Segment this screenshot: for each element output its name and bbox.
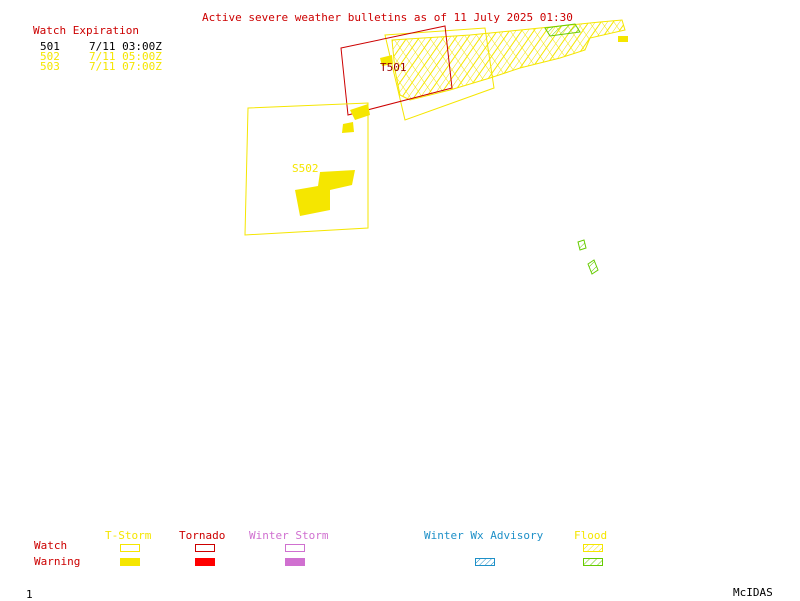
map-title: Active severe weather bulletins as of 11… [202,11,573,24]
flood-watch-area [391,19,628,101]
legend-winter-storm-watch-swatch [285,544,305,552]
legend-flood-watch-swatch [583,544,603,552]
tstorm-warning-areas [295,55,393,216]
legend-winter-storm-label: Winter Storm [249,529,329,542]
legend-tstorm-watch-swatch [120,544,140,552]
legend-flood-label: Flood [574,529,608,542]
flood-warning-areas [577,239,599,275]
legend-tornado-label: Tornado [179,529,226,542]
severe-watch-503-outline [384,27,495,121]
legend-flood-warning-swatch [583,558,603,566]
watch-expires-503: 7/11 07:00Z [89,60,162,73]
product-label: McIDAS [733,586,773,599]
watch-id-503: 503 [40,60,60,73]
legend-tornado-warning-swatch [195,558,215,566]
legend-winter-advisory-label: Winter Wx Advisory [424,529,544,542]
legend-winter-advisory-swatch [475,558,495,566]
tornado-watch-label: T501 [380,61,407,74]
legend-watch-row-label: Watch [34,539,68,552]
watch-id-502: 502 [40,50,60,63]
legend-tstorm-warning-swatch [120,558,140,566]
severe-watch-502-outline [244,102,369,236]
legend-warning-row-label: Warning [34,555,81,568]
severe-watch-label: S502 [292,162,319,175]
legend-tornado-watch-swatch [195,544,215,552]
tornado-watch-501-outline [340,25,453,116]
watch-id-501: 501 [40,40,60,53]
watch-expires-502: 7/11 05:00Z [89,50,162,63]
watch-expiration-header: Watch Expiration [33,24,139,37]
legend-tstorm-label: T-Storm [105,529,152,542]
frame-number: 1 [26,588,33,601]
watch-expires-501: 7/11 03:00Z [89,40,162,53]
legend-winter-storm-warning-swatch [285,558,305,566]
